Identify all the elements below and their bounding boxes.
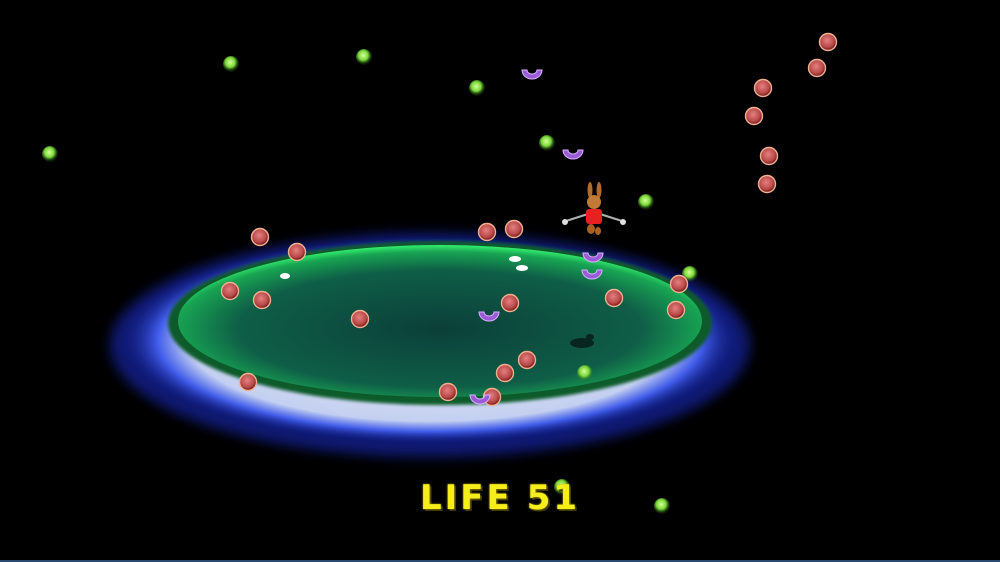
rabbit-player-icon[interactable]	[562, 182, 626, 235]
white-sparkles	[280, 256, 528, 279]
purple-creature-icon	[581, 269, 603, 280]
red-orb	[669, 274, 689, 294]
green-orb	[223, 56, 239, 72]
red-orb	[604, 288, 624, 308]
green-orb	[654, 498, 670, 514]
green-orb	[682, 266, 698, 282]
red-orb	[753, 78, 773, 98]
red-orb	[757, 174, 777, 194]
red-orb	[220, 281, 240, 301]
red-orb	[287, 242, 307, 262]
purple-creature-icon	[521, 69, 543, 80]
red-orb	[517, 350, 537, 370]
purple-creatures	[469, 69, 604, 405]
life-value: 51	[526, 478, 581, 518]
purple-creature-icon	[478, 311, 500, 322]
red-orb	[438, 382, 458, 402]
life-label: LIFE	[419, 478, 513, 518]
green-orb	[577, 365, 593, 381]
red-orb	[250, 227, 270, 247]
green-orb	[554, 479, 570, 495]
red-orb	[350, 309, 370, 329]
red-orb	[495, 363, 515, 383]
green-orb	[638, 194, 654, 210]
arena-platform	[110, 233, 750, 457]
purple-creature-icon	[469, 394, 491, 405]
red-orb	[500, 293, 520, 313]
bottom-divider	[0, 560, 1000, 562]
red-orbs	[220, 32, 838, 407]
life-counter: LIFE 51	[0, 478, 1000, 518]
green-orb	[356, 49, 372, 65]
purple-creature-icon	[562, 149, 584, 160]
red-orb	[818, 32, 838, 52]
red-orb	[238, 372, 258, 392]
red-orb	[252, 290, 272, 310]
player-shadow	[570, 334, 594, 348]
green-orb	[42, 146, 58, 162]
green-orbs	[42, 49, 698, 514]
red-orb	[477, 222, 497, 242]
red-orb	[744, 106, 764, 126]
red-orb	[666, 300, 686, 320]
green-orb	[539, 135, 555, 151]
red-orb	[807, 58, 827, 78]
green-orb	[469, 80, 485, 96]
purple-creature-icon	[582, 252, 604, 263]
red-orb	[504, 219, 524, 239]
red-orb	[759, 146, 779, 166]
